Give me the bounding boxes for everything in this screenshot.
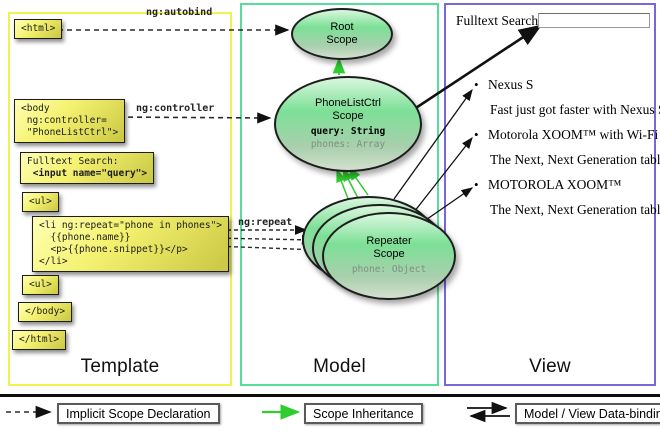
- code-fulltext-label: Fulltext Search:: [27, 156, 119, 167]
- repeater-phone-prop: phone: Object: [351, 264, 427, 276]
- phonelistctrl-scope-ellipse: PhoneListCtrl Scope query: String phones…: [274, 76, 422, 172]
- legend-databinding-label: Model / View Data-binding: [524, 406, 660, 421]
- view-item-name: Nexus S: [488, 77, 534, 92]
- ng-repeat-arrow-2: [212, 234, 315, 245]
- repeater-scope-ellipse-front: Repeater Scope phone: Object: [322, 212, 456, 300]
- view-item-name: MOTOROLA XOOM™: [488, 177, 622, 192]
- code-body-close: </body>: [18, 302, 73, 322]
- ng-repeat-arrow-3: [212, 244, 322, 255]
- root-scope-title: Root Scope: [326, 21, 358, 46]
- phonelistctrl-phones-prop: phones: Array: [310, 138, 386, 150]
- legend-implicit-scope: Implicit Scope Declaration: [57, 403, 220, 424]
- view-item-snippet: The Next, Next Generation tablet.: [490, 152, 660, 167]
- code-fulltext-search: Fulltext Search: <input name="query">: [20, 152, 155, 184]
- code-html-close: </html>: [12, 330, 67, 350]
- ng-repeat-label: ng:repeat: [238, 217, 293, 228]
- bullet-dot: •: [474, 177, 479, 192]
- phonelistctrl-query-prop: query: String: [310, 126, 386, 138]
- databinding-arrow-item-1: [393, 88, 473, 200]
- code-html-open: <html>: [14, 19, 63, 39]
- root-scope-ellipse: Root Scope: [291, 8, 393, 60]
- inheritance-arrow-repeater-3: [348, 166, 369, 196]
- databinding-arrow-item-2: [413, 136, 473, 213]
- bullet-dot: •: [474, 77, 479, 92]
- view-search-label: Fulltext Search:: [456, 13, 542, 28]
- view-item-snippet: The Next, Next Generation tablet.: [490, 202, 660, 217]
- ng-autobind-label: ng:autobind: [146, 7, 213, 18]
- code-ul-open: <ul>: [22, 192, 59, 212]
- view-item-name: Motorola XOOM™ with Wi-Fi: [488, 127, 659, 142]
- template-column-label: Template: [80, 356, 160, 377]
- legend-databinding: Model / View Data-binding: [515, 403, 660, 424]
- legend-scope-inheritance: Scope Inheritance: [304, 403, 423, 424]
- view-column-label: View: [529, 356, 571, 377]
- phonelistctrl-scope-title: PhoneListCtrl Scope: [314, 97, 382, 122]
- legend-implicit-scope-label: Implicit Scope Declaration: [66, 406, 211, 421]
- code-ul-close: <ul>: [22, 275, 59, 295]
- rendered-view: Fulltext Search: • Nexus S Fast just got…: [444, 3, 660, 382]
- legend-separator-line: [0, 394, 660, 397]
- code-body-open: <body ng:controller= "PhoneListCtrl">: [14, 99, 126, 143]
- model-column-label: Model: [313, 356, 366, 377]
- view-search-input[interactable]: [538, 13, 650, 28]
- ng-controller-label: ng:controller: [136, 103, 215, 114]
- view-item-snippet: Fast just got faster with Nexus S.: [490, 102, 660, 117]
- repeater-scope-title: Repeater Scope: [366, 235, 412, 260]
- code-input-tag: <input name="query">: [27, 167, 148, 179]
- legend-scope-inheritance-label: Scope Inheritance: [313, 406, 414, 421]
- bullet-dot: •: [474, 127, 479, 142]
- code-li-repeat: <li ng:repeat="phone in phones"> {{phone…: [32, 216, 230, 272]
- ng-controller-arrow: [109, 112, 272, 124]
